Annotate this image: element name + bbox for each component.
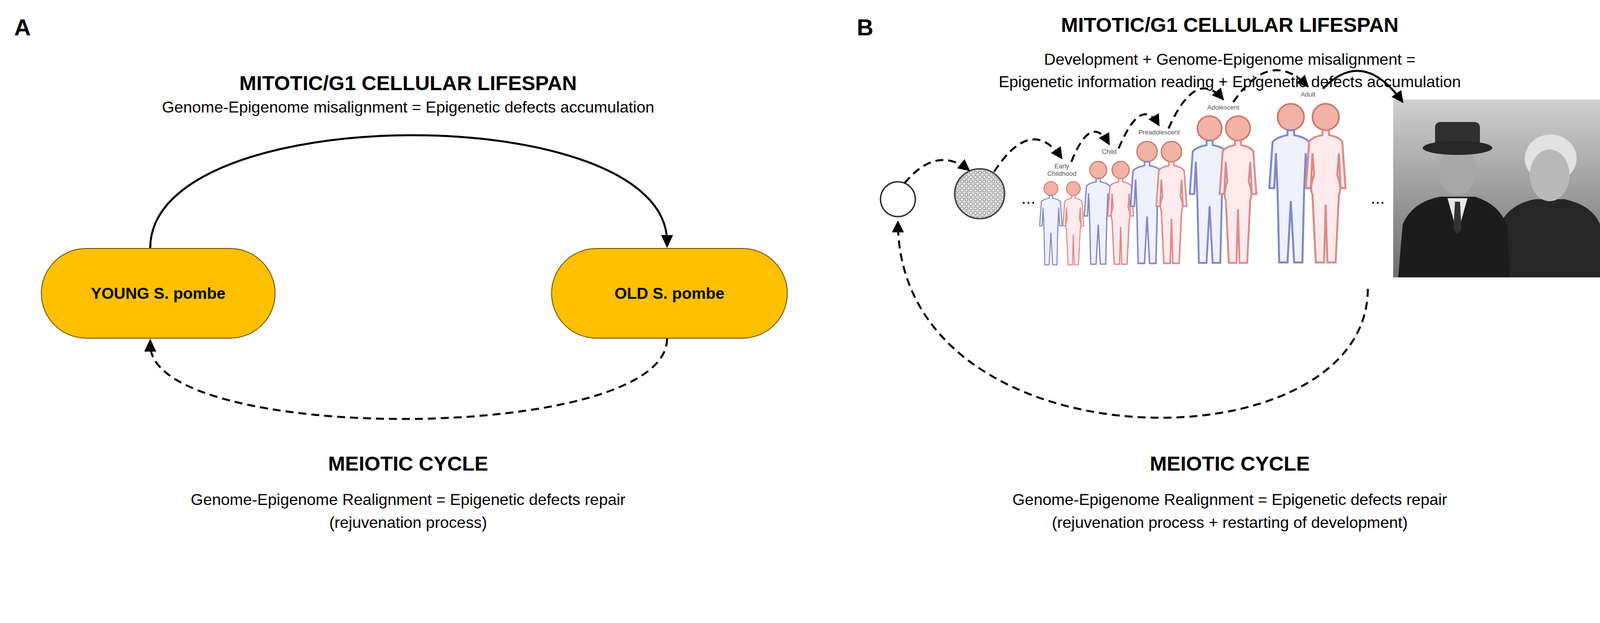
section-subtitle: Epigenetic information reading + Epigene… xyxy=(998,72,1461,92)
section-heading: MITOTIC/G1 CELLULAR LIFESPAN xyxy=(239,71,577,96)
elderly-couple-photo xyxy=(1393,99,1600,278)
woman-coat xyxy=(1494,199,1600,278)
cell-label: YOUNG S. pombe xyxy=(90,284,226,303)
human-figure xyxy=(1039,181,1062,266)
zygote-circle xyxy=(880,181,916,217)
man-shirt xyxy=(1447,198,1468,235)
section-subtitle: (rejuvenation process) xyxy=(329,513,488,533)
section-subtitle: (rejuvenation process + restarting of de… xyxy=(1051,513,1408,533)
cell-pill: OLD S. pombe xyxy=(551,248,788,339)
solid-arc xyxy=(149,135,667,249)
section-subtitle: Development + Genome-Epigenome misalignm… xyxy=(1043,50,1416,69)
human-figure xyxy=(1062,181,1084,266)
section-subtitle: Genome-Epigenome Realignment = Epigeneti… xyxy=(190,490,626,510)
development-figures xyxy=(1039,103,1346,265)
human-figure xyxy=(1306,103,1346,263)
panel-letter: A xyxy=(13,14,31,41)
stage-label: Adolescent xyxy=(1207,104,1240,112)
dashed-arc xyxy=(1071,131,1110,162)
stage-label: Child xyxy=(1101,148,1117,156)
cycle-arrow xyxy=(149,135,673,249)
stage-label: Adult xyxy=(1300,91,1316,99)
human-figure xyxy=(1219,116,1257,264)
dashed-arc xyxy=(904,159,970,184)
woman-face xyxy=(1529,149,1570,202)
cycle-arrow xyxy=(144,338,667,420)
section-heading: MITOTIC/G1 CELLULAR LIFESPAN xyxy=(1060,13,1399,37)
man-tie xyxy=(1453,201,1462,235)
arrow-head xyxy=(144,338,156,352)
human-figure xyxy=(1156,141,1187,264)
section-heading: MEIOTIC CYCLE xyxy=(327,452,488,476)
stage-label: Preadolescent xyxy=(1138,129,1180,137)
section-heading: MEIOTIC CYCLE xyxy=(1149,452,1310,476)
ellipsis: ... xyxy=(1370,188,1385,208)
section-subtitle: Genome-Epigenome misalignment = Epigenet… xyxy=(161,98,655,117)
man-suit xyxy=(1398,196,1510,278)
cell-label: OLD S. pombe xyxy=(614,284,725,303)
arrow-head xyxy=(661,235,674,249)
ellipsis: ... xyxy=(1021,188,1036,208)
section-subtitle: Genome-Epigenome Realignment = Epigeneti… xyxy=(1012,490,1448,510)
cell-pill: YOUNG S. pombe xyxy=(40,248,276,339)
dashed-arc xyxy=(149,338,667,420)
hat-brim xyxy=(1422,141,1493,155)
dashed-arc xyxy=(994,139,1062,172)
panel-letter: B xyxy=(856,14,873,41)
embryo-morula xyxy=(954,168,1005,219)
meiotic-return-arc xyxy=(897,221,1368,419)
human-figure xyxy=(1107,161,1134,265)
photo-background xyxy=(1393,99,1600,278)
development-arcs xyxy=(897,70,1403,419)
stage-label: Early Childhood xyxy=(1044,162,1080,178)
